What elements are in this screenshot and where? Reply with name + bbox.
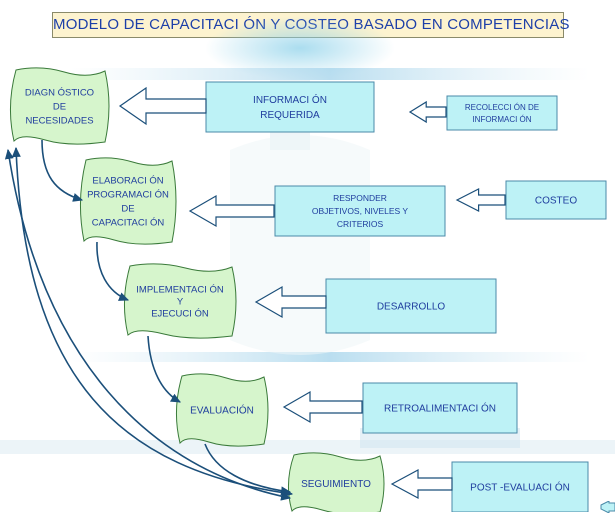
box-costeo: COSTEO [505, 180, 607, 220]
label-line: INFORMACI ÓN [472, 115, 531, 124]
step-elaboracion: ELABORACI ÓN PROGRAMACI ÓN DE CAPACITACI ÓN [79, 157, 177, 245]
label-line: CAPACITACI ÓN [92, 217, 165, 228]
label-line: RECOLECCI ÓN DE [465, 103, 539, 112]
box-shape [325, 278, 497, 334]
label-line: CRITERIOS [337, 219, 384, 229]
box-retroalimentacion: RETROALIMENTACI ÓN [362, 382, 518, 434]
label-line: IMPLEMENTACI ÓN [136, 284, 224, 295]
input-boxes: INFORMACI ÓN REQUERIDA RECOLECCI ÓN DE INFO… [205, 81, 607, 512]
step-shape [288, 452, 385, 512]
block-arrow [390, 468, 453, 500]
label-line: SEGUIMIENTO [301, 479, 371, 490]
label-line: OBJETIVOS, NIVELES Y [312, 206, 409, 216]
label-line: COSTEO [535, 196, 577, 207]
block-arrow [118, 86, 207, 126]
label-line: DE [121, 203, 134, 214]
box-informacion-requerida: INFORMACI ÓN REQUERIDA [205, 81, 375, 133]
label-line: EJECUCI ÓN [151, 308, 209, 319]
box-desarrollo: DESARROLLO [325, 278, 497, 334]
box-recoleccion: RECOLECCI ÓN DE INFORMACI ÓN [446, 95, 558, 131]
step-seguimiento: SEGUIMIENTO [288, 452, 385, 512]
label-line: RESPONDER [333, 193, 387, 203]
box-responder: RESPONDER OBJETIVOS, NIVELES Y CRITERIOS [274, 185, 446, 237]
label-line: PROGRAMACI ÓN [87, 189, 169, 200]
block-arrow [408, 100, 447, 124]
box-shape [205, 81, 375, 133]
block-arrow [282, 390, 363, 424]
step-diagnostico: DIAGN ÓSTICO DE NECESIDADES [9, 67, 110, 145]
flow-connector [41, 139, 84, 202]
connector-arrows [4, 86, 506, 501]
box-shape [451, 461, 589, 512]
label-line: NECESIDADES [25, 115, 93, 126]
box-post-evaluacion: POST -EVALUACI ÓN [451, 461, 589, 512]
step-shape [79, 157, 177, 245]
label-line: INFORMACI ÓN [253, 93, 327, 106]
label-line: EVALUACIÓN [190, 404, 254, 417]
label-line: POST -EVALUACI ÓN [470, 481, 570, 494]
feedback-loop [4, 148, 292, 501]
label-line: REQUERIDA [260, 110, 320, 121]
label-line: ELABORACI ÓN [92, 175, 163, 186]
box-shape [446, 95, 558, 131]
block-arrow [455, 188, 506, 212]
corner-arrow-fragment [599, 500, 615, 514]
box-shape [362, 382, 518, 434]
flow-connector [147, 335, 181, 403]
step-evaluacion: EVALUACIÓN [175, 373, 269, 447]
label-line: DESARROLLO [377, 302, 446, 313]
box-shape [505, 180, 607, 220]
label-line: Y [177, 296, 184, 307]
label-line: DIAGN ÓSTICO [25, 87, 94, 98]
label-line: RETROALIMENTACI ÓN [384, 402, 496, 415]
label-line: DE [53, 101, 66, 112]
flow-connector [96, 241, 130, 301]
step-shape [9, 67, 110, 145]
